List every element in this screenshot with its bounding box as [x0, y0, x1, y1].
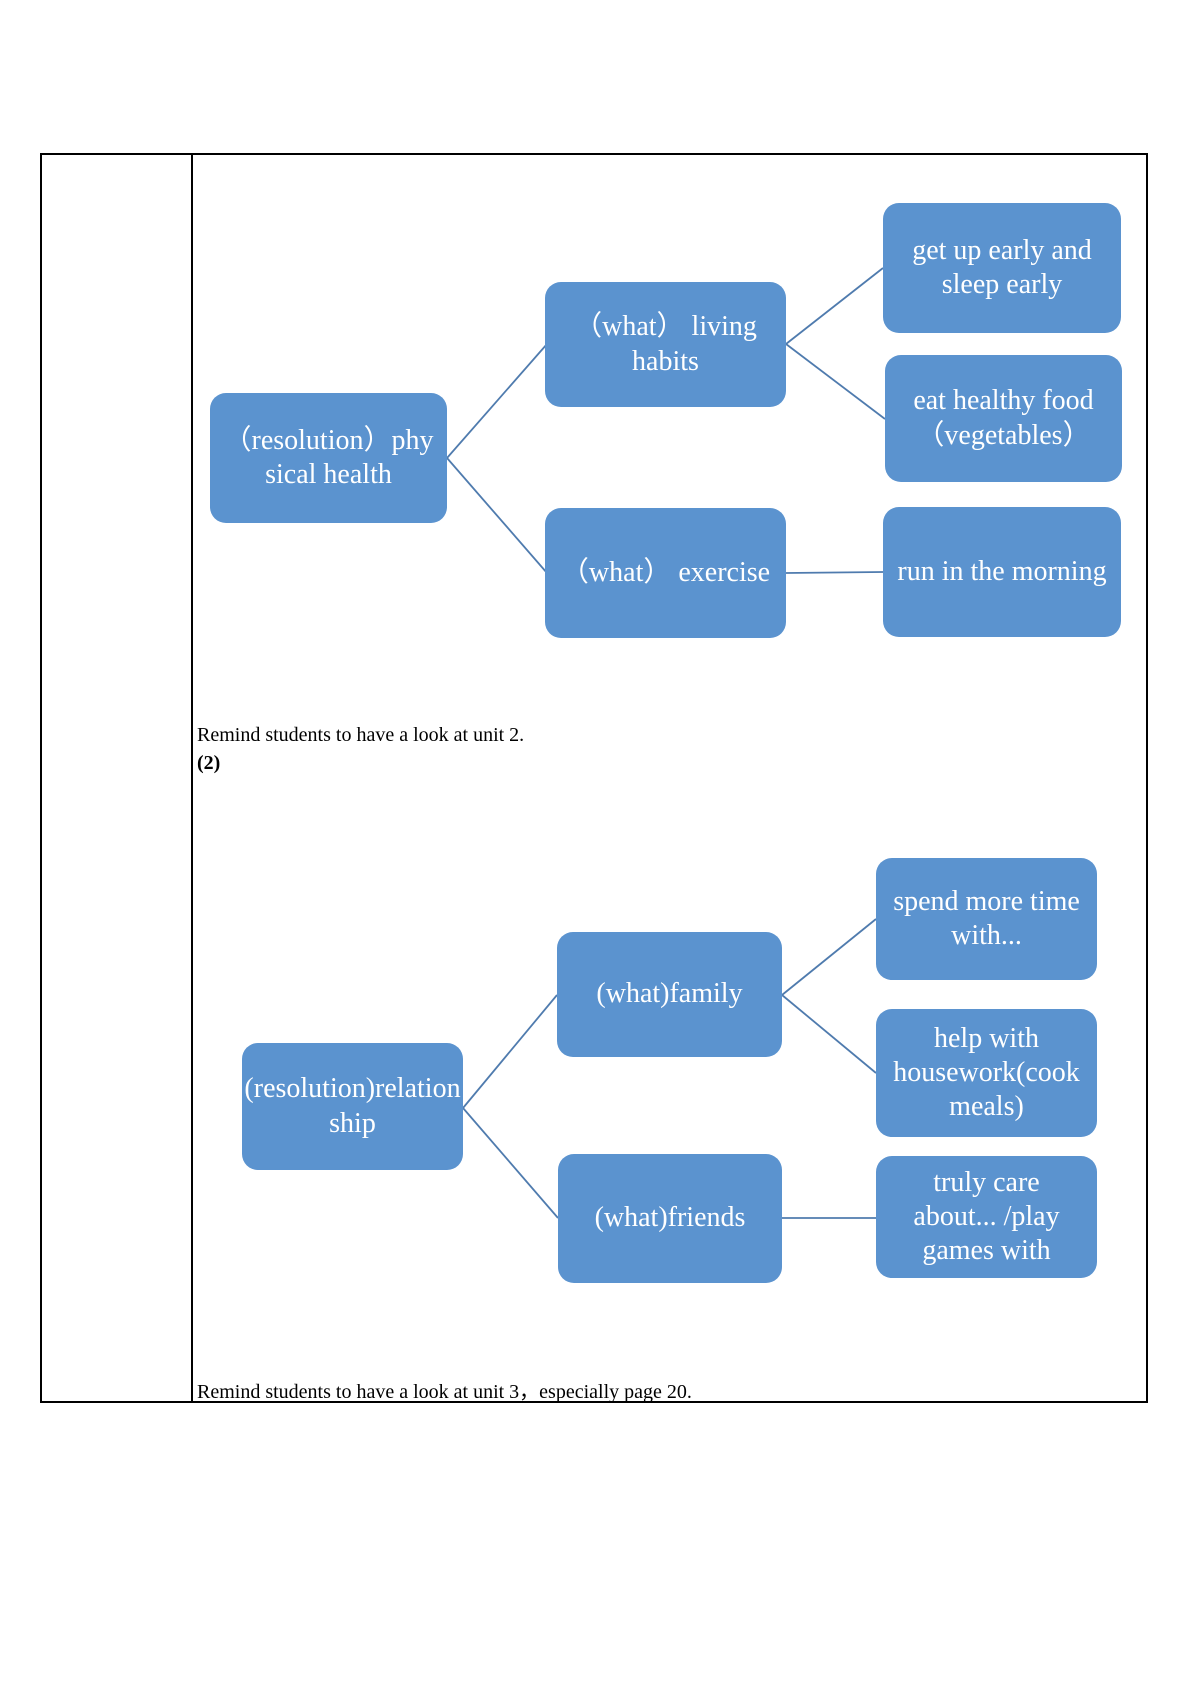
node-help-housework: help with housework(cook meals): [876, 1009, 1097, 1137]
lesson-plan-table: [40, 153, 1148, 1403]
node-run-in-morning: run in the morning: [883, 507, 1121, 637]
node-what-living-habits: （what） living habits: [545, 282, 786, 407]
node-eat-healthy-food: eat healthy food （vegetables）: [885, 355, 1122, 482]
node-what-family: (what)family: [557, 932, 782, 1057]
node-truly-care: truly care about... /play games with: [876, 1156, 1097, 1278]
table-column-divider: [191, 155, 193, 1401]
node-resolution-relationship: (resolution)relation ship: [242, 1043, 463, 1170]
note-unit2: Remind students to have a look at unit 2…: [197, 724, 525, 746]
node-resolution-physical-health: （resolution）phy sical health: [210, 393, 447, 523]
note-unit3: Remind students to have a look at unit 3…: [197, 1381, 692, 1403]
section-marker-2: (2): [197, 752, 221, 774]
node-spend-more-time: spend more time with...: [876, 858, 1097, 980]
node-what-friends: (what)friends: [558, 1154, 782, 1283]
node-what-exercise: （what） exercise: [545, 508, 786, 638]
node-get-up-early: get up early and sleep early: [883, 203, 1121, 333]
